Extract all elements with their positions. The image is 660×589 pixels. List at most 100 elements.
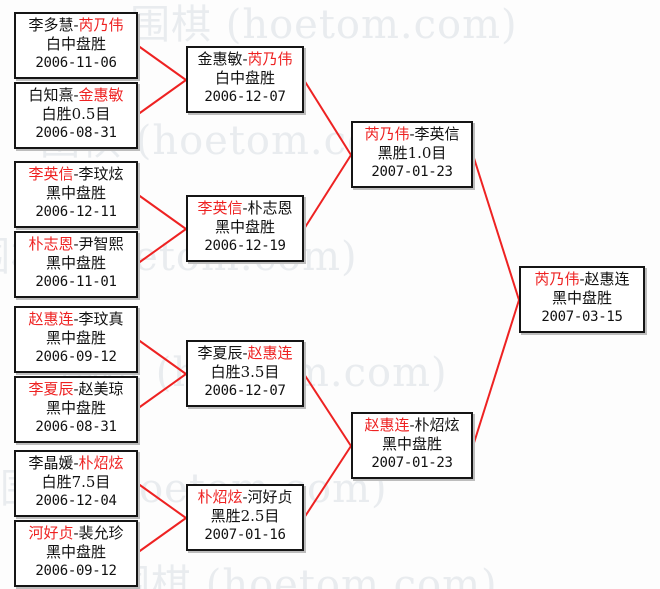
player-right: 赵惠连 [247, 344, 293, 362]
match-players: 李夏辰-赵惠连 [188, 344, 302, 363]
player-right: 赵惠连 [584, 270, 630, 288]
player-separator: - [73, 524, 79, 542]
match-players: 李英信-朴志恩 [188, 199, 302, 218]
connector-line [303, 445, 352, 519]
player-right: 朴志恩 [247, 199, 293, 217]
match-box[interactable]: 李英信-李玟炫 黑中盘胜 2006-12-11 [14, 161, 138, 228]
match-players: 朴炤炫-河好贞 [188, 488, 302, 507]
player-right: 河好贞 [247, 488, 293, 506]
match-result: 黑胜2.5目 [210, 507, 280, 525]
match-result: 白胜3.5目 [210, 363, 280, 381]
match-box[interactable]: 河好贞-裴允珍 黑中盘胜 2006-09-12 [14, 520, 138, 587]
match-box[interactable]: 赵惠连-李玟真 黑中盘胜 2006-09-12 [14, 306, 138, 373]
match-box[interactable]: 朴志恩-尹智熙 黑中盘胜 2006-11-01 [14, 231, 138, 298]
match-result: 黑中盘胜 [45, 184, 106, 202]
match-players: 芮乃伟-李英信 [353, 125, 471, 144]
match-box[interactable]: 李夏辰-赵美琼 黑中盘胜 2006-08-31 [14, 376, 138, 443]
match-box[interactable]: 李英信-朴志恩 黑中盘胜 2006-12-19 [186, 195, 304, 262]
player-right: 赵美琼 [78, 380, 124, 398]
match-players: 李多慧-芮乃伟 [16, 16, 136, 35]
connector-line [136, 228, 187, 265]
player-separator: - [242, 344, 248, 362]
connector-line [136, 517, 187, 554]
connector-line [303, 79, 352, 156]
match-date: 2006-12-07 [204, 383, 286, 399]
player-left: 朴炤炫 [197, 488, 243, 506]
match-date: 2006-09-12 [35, 563, 117, 579]
player-right: 李英信 [414, 125, 460, 143]
match-box[interactable]: 朴炤炫-河好贞 黑胜2.5目 2007-01-16 [186, 484, 304, 551]
connector-line [136, 79, 187, 116]
match-box-final[interactable]: 芮乃伟-赵惠连 黑中盘胜 2007-03-15 [519, 266, 645, 333]
player-separator: - [409, 416, 415, 434]
match-date: 2006-12-19 [204, 238, 286, 254]
match-result: 黑中盘胜 [214, 218, 275, 236]
match-date: 2006-11-01 [35, 274, 117, 290]
match-result: 黑中盘胜 [45, 399, 106, 417]
connector-line [136, 193, 187, 230]
player-left: 河好贞 [28, 524, 74, 542]
match-box[interactable]: 赵惠连-朴炤炫 黑中盘胜 2007-01-23 [351, 412, 473, 479]
player-separator: - [242, 50, 248, 68]
match-date: 2006-09-12 [35, 349, 117, 365]
match-players: 白知熹-金惠敏 [16, 86, 136, 105]
match-result: 白胜7.5目 [41, 473, 111, 491]
match-date: 2006-12-04 [35, 493, 117, 509]
match-players: 赵惠连-李玟真 [16, 310, 136, 329]
match-box[interactable]: 李晶媛-朴炤炫 白胜7.5目 2006-12-04 [14, 450, 138, 517]
match-result: 白中盘胜 [45, 35, 106, 53]
match-players: 朴志恩-尹智熙 [16, 235, 136, 254]
player-left: 赵惠连 [28, 310, 74, 328]
player-right: 芮乃伟 [247, 50, 293, 68]
connector-line [303, 154, 352, 230]
match-result: 黑中盘胜 [551, 289, 612, 307]
match-players: 河好贞-裴允珍 [16, 524, 136, 543]
player-right: 金惠敏 [78, 86, 124, 104]
player-separator: - [409, 125, 415, 143]
match-result: 黑中盘胜 [45, 329, 106, 347]
match-date: 2006-11-06 [35, 55, 117, 71]
player-left: 李晶媛 [28, 454, 74, 472]
match-result: 黑中盘胜 [381, 435, 442, 453]
match-players: 芮乃伟-赵惠连 [521, 270, 643, 289]
player-separator: - [73, 310, 79, 328]
match-date: 2006-12-11 [35, 204, 117, 220]
player-right: 李玟炫 [78, 165, 124, 183]
match-date: 2007-01-23 [371, 164, 453, 180]
player-right: 裴允珍 [78, 524, 124, 542]
player-left: 李夏辰 [28, 380, 74, 398]
match-date: 2006-08-31 [35, 125, 117, 141]
match-box[interactable]: 李多慧-芮乃伟 白中盘胜 2006-11-06 [14, 12, 138, 79]
match-result: 白胜0.5目 [41, 105, 111, 123]
player-separator: - [73, 380, 79, 398]
player-right: 朴炤炫 [78, 454, 124, 472]
player-left: 李夏辰 [197, 344, 243, 362]
connector-line [472, 154, 520, 301]
player-left: 白知熹 [28, 86, 74, 104]
match-players: 赵惠连-朴炤炫 [353, 416, 471, 435]
match-box[interactable]: 白知熹-金惠敏 白胜0.5目 2006-08-31 [14, 82, 138, 149]
match-date: 2007-03-15 [541, 309, 623, 325]
match-box[interactable]: 金惠敏-芮乃伟 白中盘胜 2006-12-07 [186, 46, 304, 113]
match-result: 黑中盘胜 [45, 543, 106, 561]
player-separator: - [73, 16, 79, 34]
player-separator: - [73, 235, 79, 253]
match-box[interactable]: 李夏辰-赵惠连 白胜3.5目 2006-12-07 [186, 340, 304, 407]
player-separator: - [242, 199, 248, 217]
player-right: 朴炤炫 [414, 416, 460, 434]
connector-line [136, 373, 187, 410]
player-separator: - [73, 165, 79, 183]
connector-line [303, 373, 352, 447]
match-date: 2007-01-23 [371, 455, 453, 471]
watermark-text: 围棋 (hoetom.com) [130, 2, 518, 48]
player-left: 李英信 [28, 165, 74, 183]
player-separator: - [242, 488, 248, 506]
connector-line [136, 44, 187, 81]
match-box[interactable]: 芮乃伟-李英信 黑胜1.0目 2007-01-23 [351, 121, 473, 188]
match-players: 李晶媛-朴炤炫 [16, 454, 136, 473]
watermark-text: 围棋 (hoetom.com) [110, 562, 498, 589]
player-left: 李多慧 [28, 16, 74, 34]
connector-line [136, 338, 187, 375]
connector-line [136, 482, 187, 519]
